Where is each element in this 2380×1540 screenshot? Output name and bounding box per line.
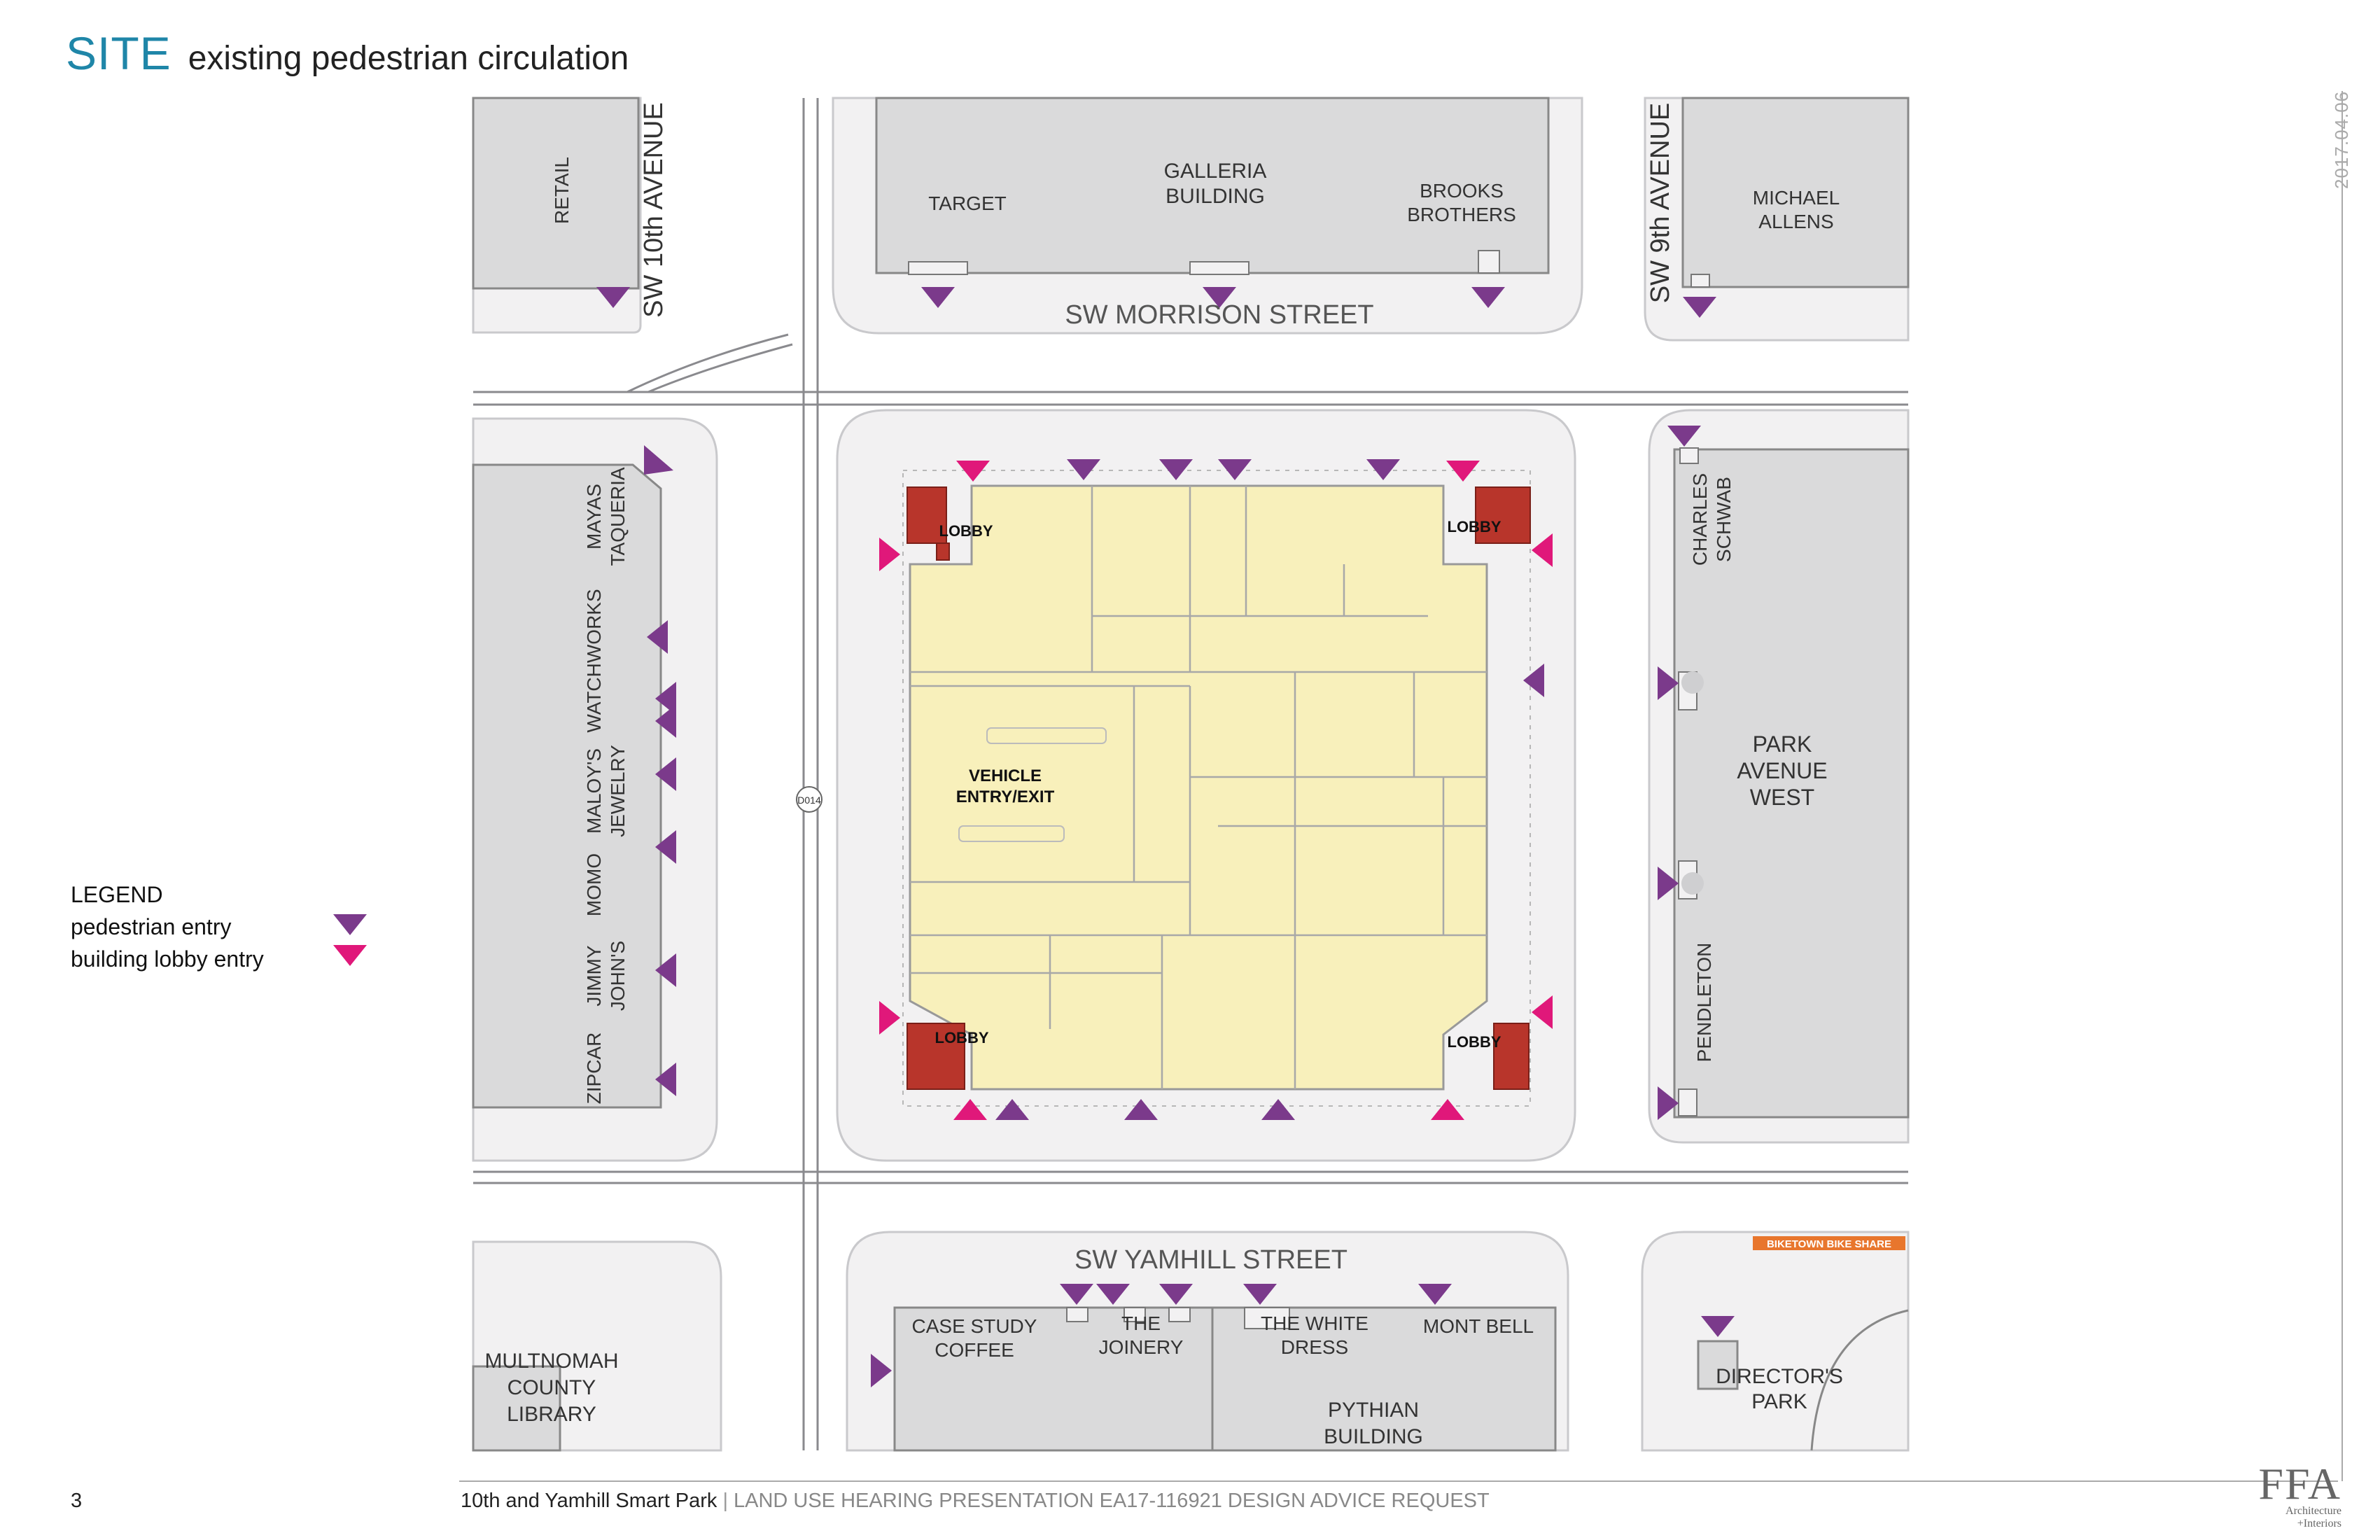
page-title: SITE existing pedestrian circulation <box>66 27 629 80</box>
lobby-room-sw <box>906 1023 965 1090</box>
building-retail <box>472 97 640 290</box>
label-zipcar: ZIPCAR <box>583 1032 605 1105</box>
logo-mark: FFA <box>2258 1459 2342 1508</box>
directors-park-kiosk <box>1697 1340 1739 1390</box>
label-schwab: CHARLES <box>1689 473 1711 566</box>
label-schwab-2: SCHWAB <box>1713 477 1735 562</box>
building-michael-allens <box>1681 97 1910 288</box>
legend-pedestrian-label: pedestrian entry <box>71 914 232 939</box>
building-west-shops <box>472 463 662 1109</box>
label-library-2: COUNTY <box>507 1376 596 1399</box>
label-galleria: GALLERIA <box>1164 160 1267 183</box>
building-south-shops <box>893 1306 1557 1452</box>
label-maloys-2: JEWELRY <box>607 745 629 837</box>
lobby-label-nw: LOBBY <box>939 522 993 540</box>
biketown-sign <box>1753 1236 1905 1250</box>
label-park-avenue-2: AVENUE <box>1737 758 1827 783</box>
label-pythian: PYTHIAN <box>1328 1399 1419 1422</box>
lobby-label-ne: LOBBY <box>1448 518 1502 536</box>
label-galleria-2: BUILDING <box>1166 185 1265 208</box>
section-subtitle: existing pedestrian circulation <box>188 40 629 77</box>
street-yamhill: SW YAMHILL STREET <box>1074 1245 1348 1275</box>
date-stamp: 2017.04.06 <box>2331 90 2352 189</box>
legend-lobby-icon <box>333 945 367 966</box>
lobby-label-sw: LOBBY <box>935 1029 989 1046</box>
logo-tagline: Architecture <box>2286 1505 2342 1517</box>
street-morrison: SW MORRISON STREET <box>1065 300 1373 330</box>
ffa-logo: FFA Architecture +Interiors <box>2250 1459 2342 1530</box>
biketown-label: BIKETOWN BIKE SHARE <box>1767 1238 1891 1250</box>
lobby-room-ne <box>1475 486 1531 544</box>
label-park-avenue-3: WEST <box>1750 785 1814 810</box>
label-white-dress: THE WHITE <box>1261 1312 1368 1334</box>
label-pythian-2: BUILDING <box>1324 1425 1423 1448</box>
label-momo: MOMO <box>583 853 605 916</box>
label-library-3: LIBRARY <box>507 1403 596 1426</box>
vehicle-label-2: ENTRY/EXIT <box>956 788 1055 806</box>
label-montbell: MONT BELL <box>1423 1315 1534 1337</box>
label-jimmy: JIMMY <box>583 945 605 1006</box>
label-mayas: MAYAS <box>583 484 605 550</box>
building-galleria <box>875 97 1550 274</box>
block-se-sidewalk <box>1641 1231 1910 1452</box>
label-michael-2: ALLENS <box>1758 211 1833 232</box>
d014-marker: D014 <box>796 786 822 813</box>
label-directors-park: DIRECTOR'S <box>1716 1365 1843 1388</box>
page-number: 3 <box>71 1490 83 1512</box>
label-retail: RETAIL <box>551 157 573 224</box>
legend-lobby-label: building lobby entry <box>71 946 264 972</box>
label-maloys: MALOY'S <box>583 748 605 834</box>
label-brooks-2: BROTHERS <box>1407 204 1516 225</box>
building-library <box>472 1365 561 1452</box>
lobby-label-se: LOBBY <box>1448 1033 1502 1051</box>
legend-title: LEGEND <box>71 882 163 907</box>
footer-project: 10th and Yamhill Smart Park|LAND USE HEA… <box>461 1490 1490 1513</box>
street-sw-9th: SW 9th AVENUE <box>1646 103 1675 304</box>
label-directors-park-2: PARK <box>1751 1390 1807 1413</box>
hearing-request: LAND USE HEARING PRESENTATION EA17-11692… <box>733 1490 1490 1512</box>
label-case-study: CASE STUDY <box>912 1315 1037 1337</box>
label-mayas-2: TAQUERIA <box>607 467 629 566</box>
label-white-dress-2: DRESS <box>1281 1336 1348 1358</box>
legend: LEGEND pedestrian entry building lobby e… <box>71 878 264 975</box>
site-building <box>902 470 1531 1107</box>
label-michael: MICHAEL <box>1753 187 1840 209</box>
label-target: TARGET <box>928 192 1006 214</box>
project-name: 10th and Yamhill Smart Park <box>461 1490 718 1512</box>
label-park-avenue: PARK <box>1753 732 1812 757</box>
label-case-study-2: COFFEE <box>934 1339 1014 1361</box>
label-library: MULTNOMAH <box>484 1350 618 1373</box>
label-joinery: THE <box>1121 1312 1161 1334</box>
logo-tagline-2: +Interiors <box>2297 1518 2342 1530</box>
d014-tag: D014 <box>797 794 821 806</box>
label-pendleton: PENDLETON <box>1693 943 1715 1063</box>
lobby-room-nw <box>906 486 947 544</box>
label-jimmy-2: JOHN'S <box>607 941 629 1011</box>
label-brooks: BROOKS <box>1420 180 1504 202</box>
label-joinery-2: JOINERY <box>1099 1336 1184 1358</box>
lobby-room-se <box>1493 1023 1530 1090</box>
label-watchworks: WATCHWORKS <box>583 589 605 732</box>
section-title: SITE <box>66 27 172 79</box>
street-sw-10th: SW 10th AVENUE <box>639 102 668 318</box>
legend-pedestrian-icon <box>333 914 367 935</box>
building-park-avenue-west <box>1673 448 1910 1119</box>
vehicle-label: VEHICLE <box>969 766 1042 785</box>
footer-separator: | <box>722 1490 728 1512</box>
